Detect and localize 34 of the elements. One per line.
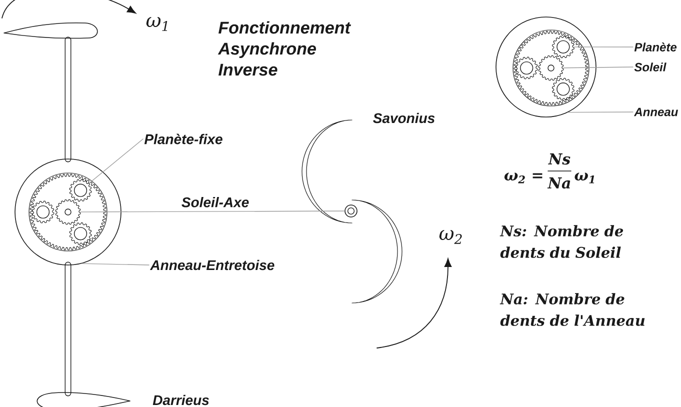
label: Na [547, 177, 570, 189]
symbol-label: ω$_{2}$ [439, 230, 462, 244]
label: Ns [548, 153, 570, 165]
axis-line [80, 210, 345, 212]
formula: ω$_{2}$ = Ns Na ω$_{1}$ [504, 153, 594, 189]
label: ω$_{2}$ = [504, 172, 542, 184]
part-label: Darrieus [152, 394, 209, 406]
outer-ring [14, 158, 122, 266]
label: ω$_{1}$ [574, 172, 594, 184]
planet-gear [552, 78, 574, 100]
part-label: Planète [634, 42, 677, 52]
part-label: Savonius [373, 112, 435, 124]
outer-ring [496, 16, 596, 118]
leader-line [568, 112, 634, 113]
sun-gear [538, 55, 564, 81]
part-label: Anneau [634, 108, 678, 116]
planet-gear [69, 222, 92, 245]
planet-gear [69, 179, 92, 202]
part-label: Planète-fixe [144, 134, 222, 144]
planet-gear [32, 200, 54, 224]
note-text: Na: Nombre de dents de l'Anneau [500, 293, 645, 326]
symbol-label: ω$_{1}$ [146, 17, 168, 31]
part-label: Anneau-Entretoise [150, 260, 274, 270]
sun-gear [55, 199, 81, 225]
leader-line [574, 46, 634, 48]
leader-line [88, 138, 144, 184]
part-label: Soleil [634, 62, 666, 72]
planet-gear [515, 56, 538, 80]
planet-gear [552, 36, 574, 58]
hub-circle [344, 204, 358, 218]
leader-line [81, 263, 150, 266]
title: Fonctionnement Asynchrone Inverse [218, 21, 351, 76]
note-text: Ns: Nombre de dents du Soleil [500, 225, 624, 258]
edge-label: Soleil-Axe [180, 196, 250, 208]
